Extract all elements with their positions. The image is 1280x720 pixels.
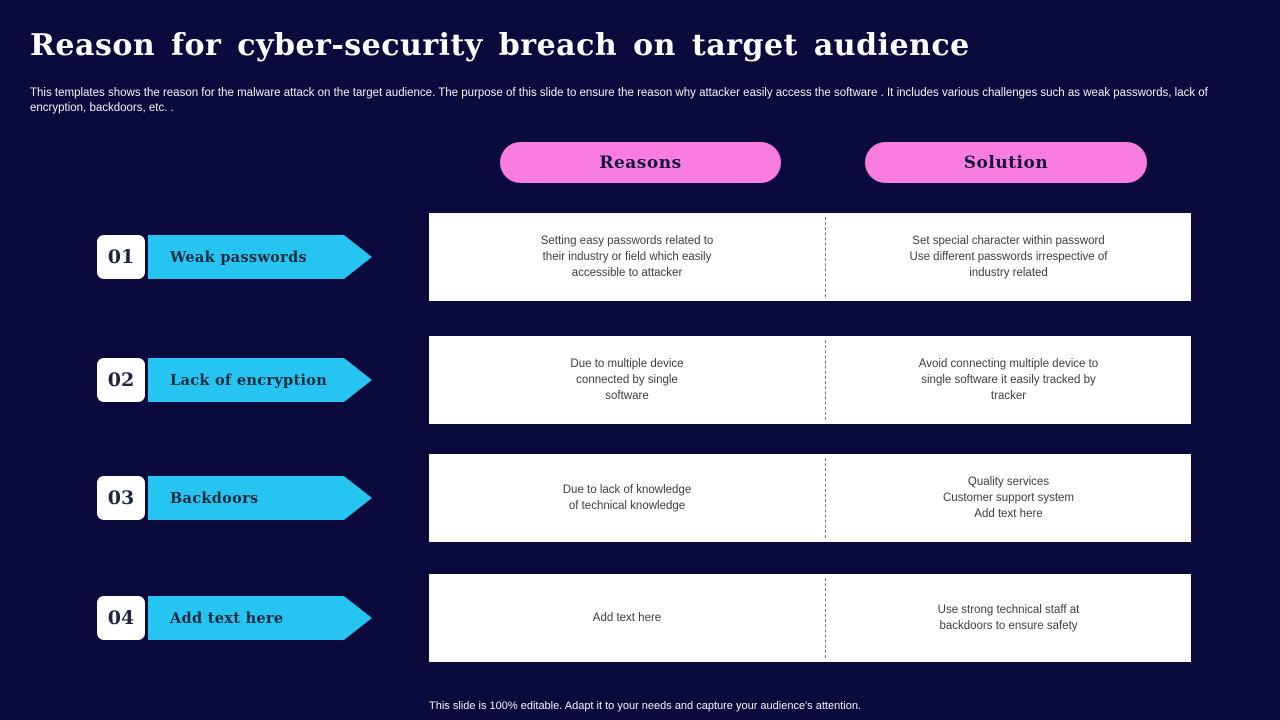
solution-cell: Use strong technical staff at backdoors … xyxy=(826,574,1191,662)
row-label-arrow: Lack of encryption xyxy=(148,358,372,402)
row-number-badge: 04 xyxy=(97,596,145,640)
solution-cell: Quality services Customer support system… xyxy=(826,454,1191,542)
solution-cell: Avoid connecting multiple device to sing… xyxy=(826,336,1191,424)
reason-text: Due to multiple device connected by sing… xyxy=(570,357,684,403)
row-card: Due to lack of knowledge of technical kn… xyxy=(429,454,1191,542)
solution-text: Quality services Customer support system… xyxy=(942,475,1074,521)
row-add-text-here: 04 Add text here Add text here Use stron… xyxy=(0,574,1280,662)
dashed-divider xyxy=(825,458,826,538)
row-label-arrow: Backdoors xyxy=(148,476,372,520)
reason-cell: Due to lack of knowledge of technical kn… xyxy=(429,454,825,542)
solution-text: Use strong technical staff at backdoors … xyxy=(937,603,1080,632)
row-label-arrow: Add text here xyxy=(148,596,372,640)
reason-text: Due to lack of knowledge of technical kn… xyxy=(562,483,692,512)
row-number-badge: 03 xyxy=(97,476,145,520)
row-number-badge: 02 xyxy=(97,358,145,402)
dashed-divider xyxy=(825,578,826,658)
row-weak-passwords: 01 Weak passwords Setting easy passwords… xyxy=(0,213,1280,301)
row-number-badge: 01 xyxy=(97,235,145,279)
slide-title: Reason for cyber-security breach on targ… xyxy=(30,28,970,63)
row-lack-of-encryption: 02 Lack of encryption Due to multiple de… xyxy=(0,336,1280,424)
reasons-header-label: Reasons xyxy=(599,152,682,173)
row-card: Due to multiple device connected by sing… xyxy=(429,336,1191,424)
solution-cell: Set special character within password Us… xyxy=(826,213,1191,301)
solution-column-header: Solution xyxy=(865,142,1147,183)
row-label: Lack of encryption xyxy=(170,371,328,389)
reasons-column-header: Reasons xyxy=(500,142,781,183)
footer-note: This slide is 100% editable. Adapt it to… xyxy=(429,700,861,712)
slide-subtitle: This templates shows the reason for the … xyxy=(30,87,1208,114)
reason-cell: Setting easy passwords related to their … xyxy=(429,213,825,301)
dashed-divider xyxy=(825,340,826,420)
row-label: Add text here xyxy=(170,609,284,627)
dashed-divider xyxy=(825,217,826,297)
reason-cell: Due to multiple device connected by sing… xyxy=(429,336,825,424)
reason-cell: Add text here xyxy=(429,574,825,662)
row-backdoors: 03 Backdoors Due to lack of knowledge of… xyxy=(0,454,1280,542)
solution-header-label: Solution xyxy=(963,152,1049,173)
solution-text: Set special character within password Us… xyxy=(909,234,1108,280)
row-card: Setting easy passwords related to their … xyxy=(429,213,1191,301)
reason-text: Setting easy passwords related to their … xyxy=(540,234,714,280)
row-label: Weak passwords xyxy=(170,248,307,266)
solution-text: Avoid connecting multiple device to sing… xyxy=(918,357,1099,403)
reason-text: Add text here xyxy=(592,611,662,624)
row-label-arrow: Weak passwords xyxy=(148,235,372,279)
row-label: Backdoors xyxy=(170,489,259,507)
row-card: Add text here Use strong technical staff… xyxy=(429,574,1191,662)
